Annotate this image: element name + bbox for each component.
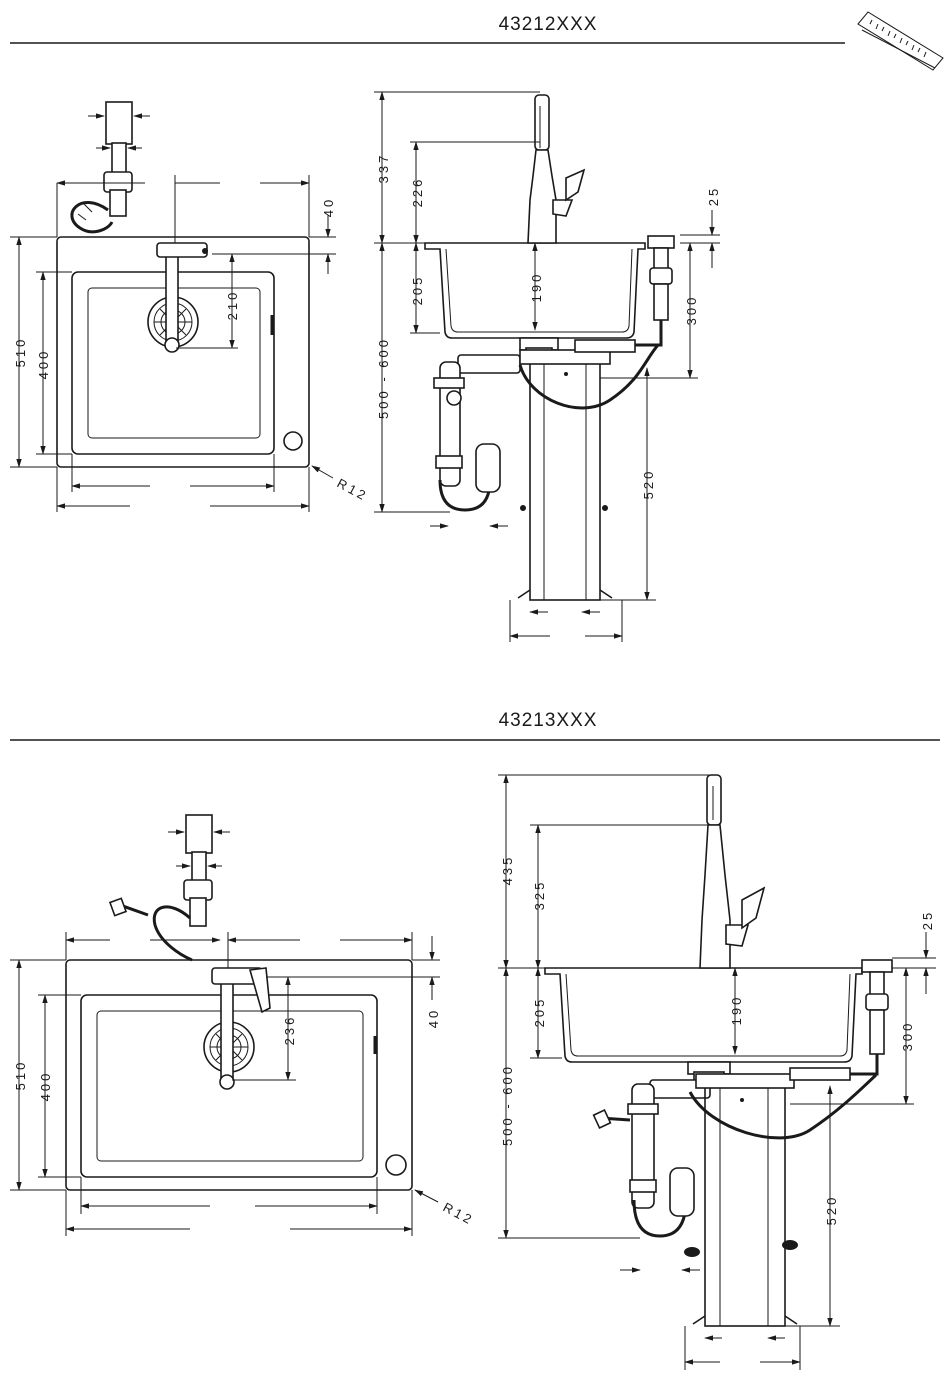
tap-hole — [386, 1155, 406, 1175]
dim-205-label: 205 — [410, 275, 425, 306]
dim-25-label: 25 — [920, 910, 935, 930]
dim-520-label: 520 — [641, 469, 656, 500]
dim-337-label: 337 — [376, 153, 391, 184]
model-code-2: 43213XXX — [499, 710, 598, 731]
dim-300-label: 300 — [684, 295, 699, 326]
dispenser-top-icon — [72, 102, 132, 232]
tap-hole — [284, 432, 302, 450]
dim-236-label: 236 — [282, 1015, 297, 1046]
scale-ruler-icon — [858, 12, 943, 70]
dim-190-label: 190 — [529, 272, 544, 303]
dim-300-label: 300 — [900, 1021, 915, 1052]
dim-500-600-label: 500 - 600 — [500, 1064, 515, 1146]
dispenser-top-icon — [110, 815, 212, 960]
dim-40-label: 40 — [321, 197, 336, 217]
dim-190-label: 190 — [729, 995, 744, 1026]
dim-500-600-label: 500 - 600 — [376, 337, 391, 419]
dim-25-label: 25 — [706, 186, 721, 206]
top-view-2: 510 400 40 236 R12 — [10, 815, 477, 1236]
dim-400-label: 400 — [38, 1071, 53, 1102]
side-view-1: 337 226 205 190 25 300 500 - 600 520 — [374, 92, 721, 642]
dim-325-label: 325 — [532, 880, 547, 911]
tap-top-icon — [157, 243, 208, 352]
tap-top-icon — [212, 968, 270, 1089]
dispenser-side-icon — [520, 236, 674, 408]
tap-side-icon — [700, 775, 764, 968]
dim-r12-label: R12 — [441, 1199, 477, 1228]
sink-section — [545, 968, 862, 1062]
dim-520-label: 520 — [824, 1195, 839, 1226]
dim-400-label: 400 — [36, 349, 51, 380]
dim-40-label: 40 — [426, 1008, 441, 1028]
tap-side-icon — [528, 95, 584, 243]
header-section-1: 43212XXX — [10, 12, 943, 70]
model-code-1: 43212XXX — [499, 14, 598, 35]
side-view-2: 435 325 205 190 25 300 500 - 600 520 — [498, 775, 936, 1370]
dim-r12-label: R12 — [335, 475, 371, 504]
top-view-1: 510 400 40 210 R12 — [10, 102, 371, 512]
dim-435-label: 435 — [500, 855, 515, 886]
dim-510-label: 510 — [13, 1060, 28, 1091]
dim-226-label: 226 — [410, 177, 425, 208]
header-section-2: 43213XXX — [10, 710, 940, 740]
dim-510-label: 510 — [13, 337, 28, 368]
dim-210-label: 210 — [225, 290, 240, 321]
stand-side-icon — [684, 1074, 798, 1326]
dim-205-label: 205 — [532, 997, 547, 1028]
